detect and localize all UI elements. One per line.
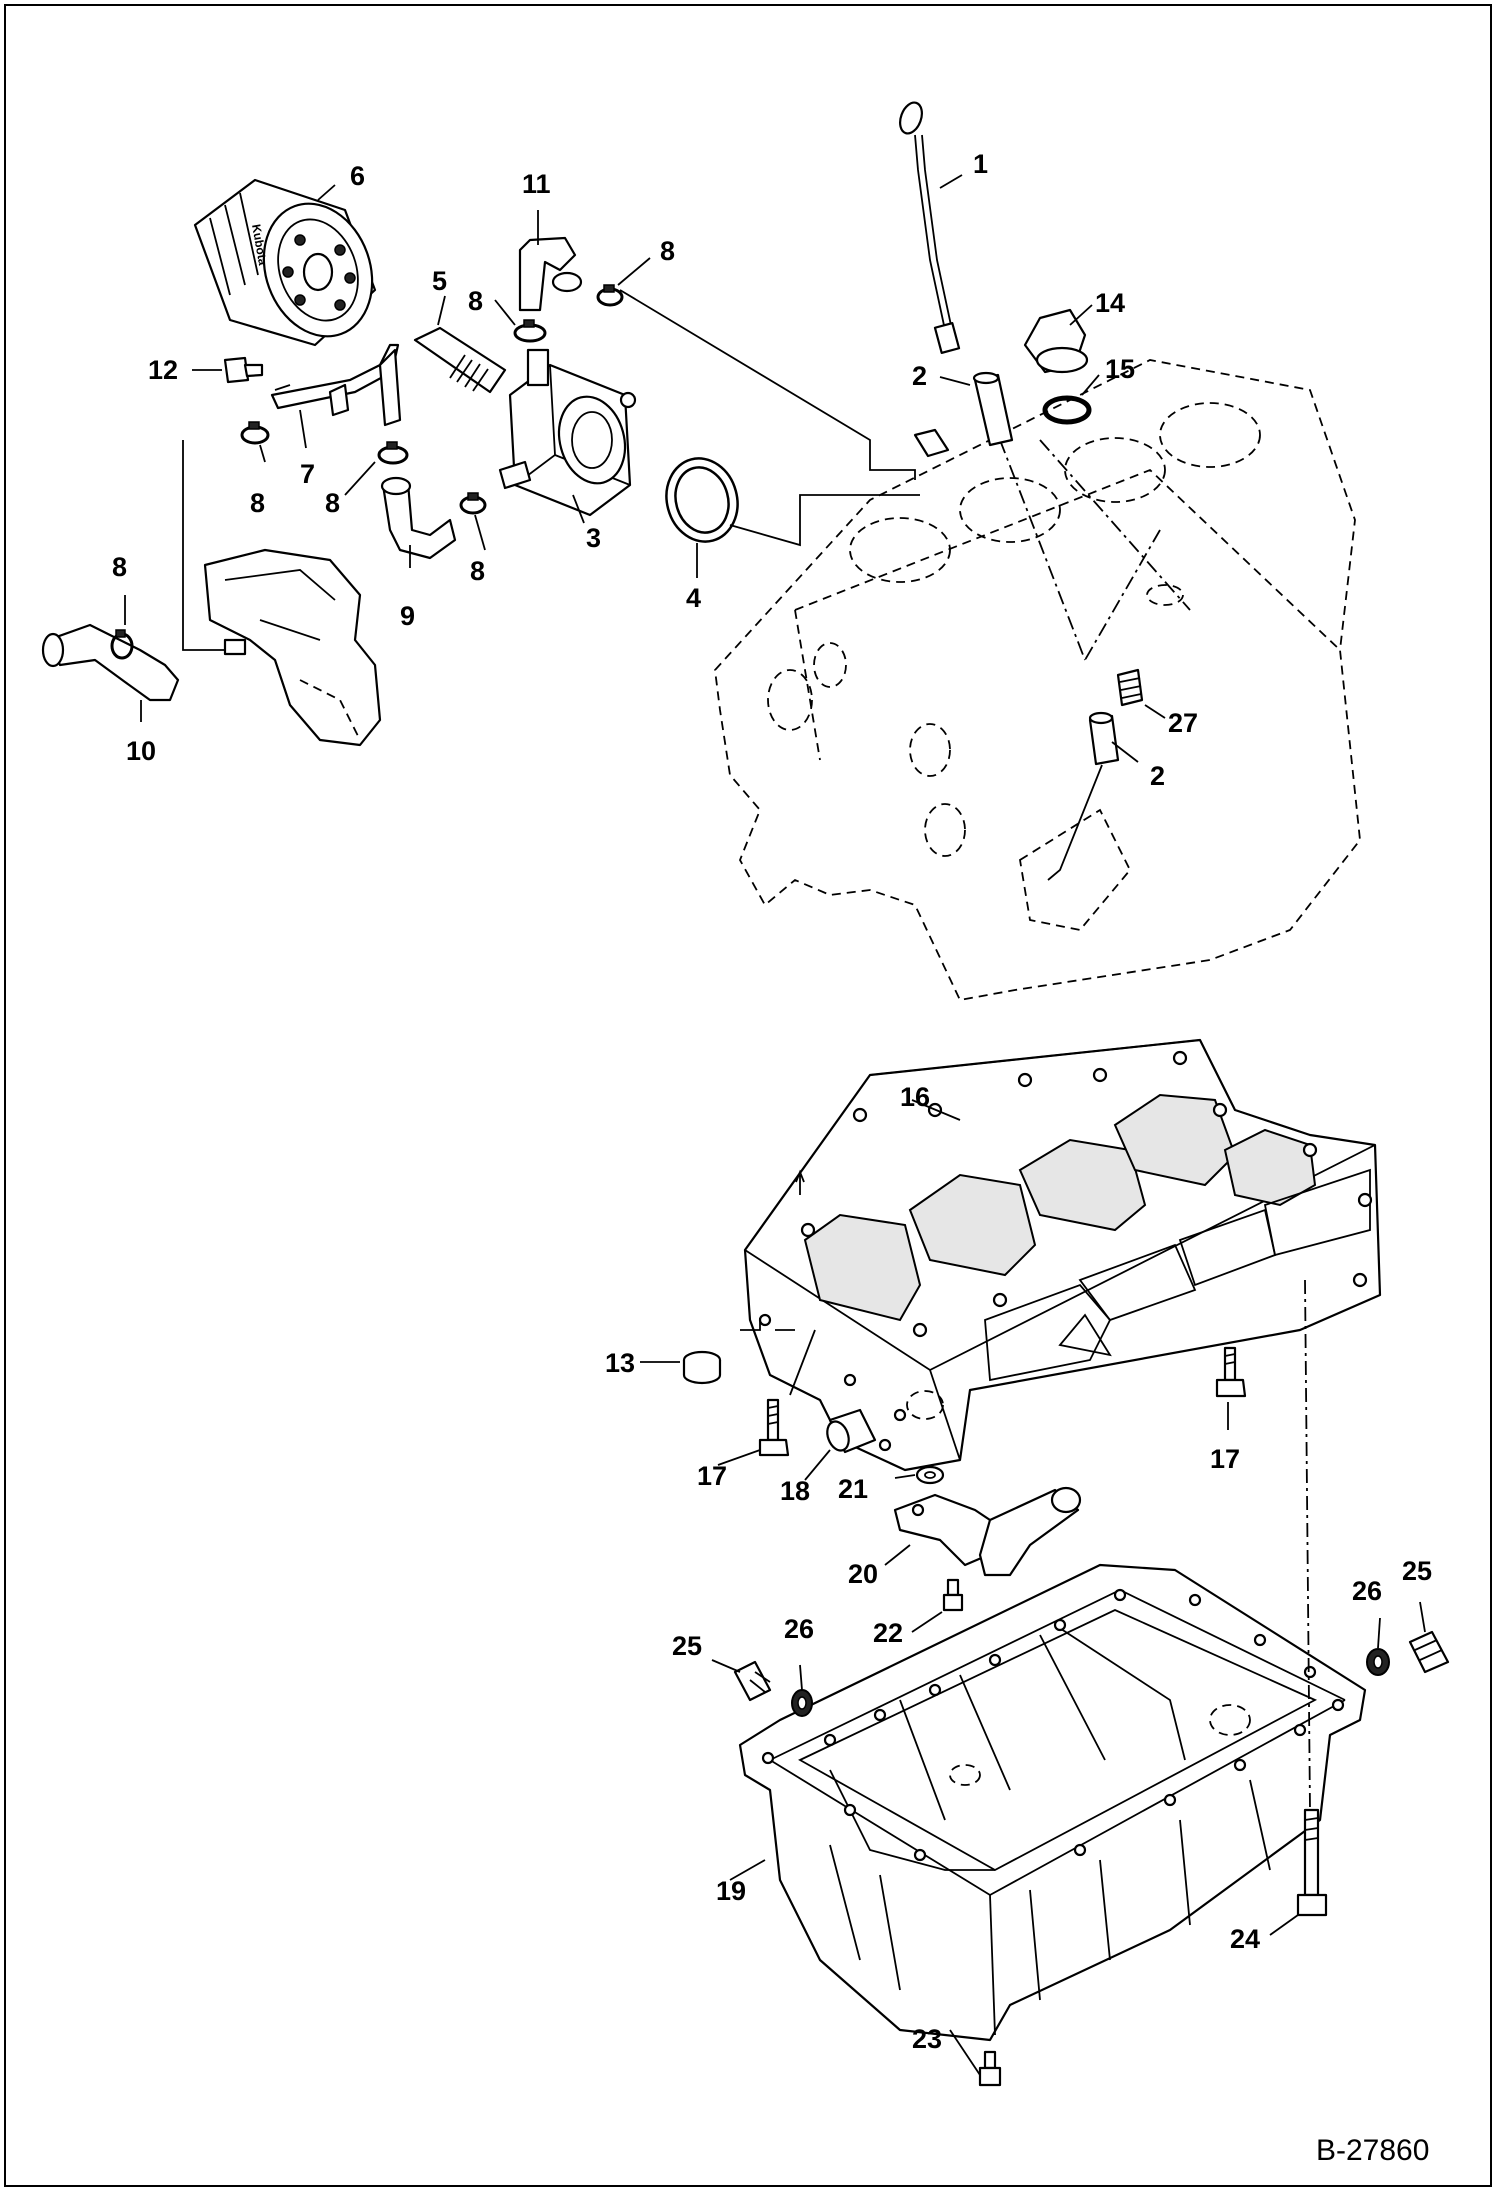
callout-24: 24 xyxy=(1230,1924,1260,1954)
callout-19: 19 xyxy=(716,1876,746,1906)
sealing-washer-right xyxy=(1366,1648,1390,1676)
callout-8-e: 8 xyxy=(660,236,675,266)
dipstick xyxy=(899,101,961,354)
oil-filter: Kubota xyxy=(193,178,377,347)
bolt-17-right xyxy=(1215,1346,1247,1398)
hose-clamp-e xyxy=(596,284,624,307)
callout-12: 12 xyxy=(148,355,178,385)
cap-plug xyxy=(682,1350,722,1385)
washer xyxy=(915,1465,945,1485)
banjo-bolt xyxy=(223,356,264,384)
oil-cooler xyxy=(498,348,637,517)
oil-pickup xyxy=(893,1486,1082,1577)
callout-8-c: 8 xyxy=(470,556,485,586)
dipstick-guide-tube-upper xyxy=(972,371,1014,447)
callout-22: 22 xyxy=(873,1618,903,1648)
callout-8-d: 8 xyxy=(468,286,483,316)
callout-8-b: 8 xyxy=(325,488,340,518)
bushing xyxy=(826,1408,877,1454)
callout-21: 21 xyxy=(838,1474,868,1504)
callout-5: 5 xyxy=(432,266,447,296)
oil-pan xyxy=(738,1563,1367,2042)
callout-17-left: 17 xyxy=(697,1461,727,1491)
hose-10 xyxy=(41,623,180,702)
pump-housing xyxy=(203,548,382,747)
hose-clamp-c xyxy=(459,492,487,515)
gasket xyxy=(665,457,739,543)
bolt-22 xyxy=(942,1578,964,1612)
callout-17-right: 17 xyxy=(1210,1444,1240,1474)
hose-clamp-f xyxy=(110,629,134,660)
drain-plug-left xyxy=(733,1660,772,1702)
sealing-washer-left xyxy=(791,1689,813,1717)
callout-11: 11 xyxy=(522,169,551,199)
callout-7: 7 xyxy=(300,459,315,489)
callout-2-lower: 2 xyxy=(1150,761,1165,791)
drain-plug-right xyxy=(1408,1630,1450,1674)
callout-6: 6 xyxy=(350,161,365,191)
callout-25-left: 25 xyxy=(672,1631,702,1661)
callout-23: 23 xyxy=(912,2024,942,2054)
callout-numbers: 1 2 2 3 4 5 6 7 8 8 8 8 8 8 9 10 11 12 1… xyxy=(112,149,1432,2054)
callout-13: 13 xyxy=(605,1348,635,1378)
o-ring xyxy=(1042,395,1092,425)
callout-15: 15 xyxy=(1105,354,1135,384)
threaded-nipple xyxy=(413,326,507,394)
callout-20: 20 xyxy=(848,1559,878,1589)
callout-16: 16 xyxy=(900,1082,930,1112)
callout-leaders xyxy=(124,174,1426,2076)
drawing-frame xyxy=(4,4,1492,2187)
callout-25-right: 25 xyxy=(1402,1556,1432,1586)
callout-14: 14 xyxy=(1095,288,1125,318)
callout-8-f: 8 xyxy=(112,552,127,582)
callout-8-a: 8 xyxy=(250,488,265,518)
callout-10: 10 xyxy=(126,736,156,766)
oil-filler-cap xyxy=(1023,308,1089,374)
alignment-lines xyxy=(182,289,1311,1811)
callout-18: 18 xyxy=(780,1476,810,1506)
callout-26-left: 26 xyxy=(784,1614,814,1644)
callout-27: 27 xyxy=(1168,708,1198,738)
plug xyxy=(1116,668,1144,707)
callout-2-upper: 2 xyxy=(912,361,927,391)
oil-tube xyxy=(270,343,402,427)
hose-clamp-d xyxy=(513,319,547,343)
hose-clamp-b xyxy=(377,441,409,465)
block-fitting xyxy=(913,428,950,458)
dipstick-guide-tube-lower xyxy=(1047,711,1120,881)
drawing-reference-number: B-27860 xyxy=(1316,2134,1429,2167)
callout-1: 1 xyxy=(973,149,988,179)
drain-bolt xyxy=(978,2050,1002,2087)
callout-26-right: 26 xyxy=(1352,1576,1382,1606)
callout-3: 3 xyxy=(586,523,601,553)
callout-9: 9 xyxy=(400,601,415,631)
elbow-hose-11 xyxy=(518,236,583,312)
long-bolt xyxy=(1296,1808,1328,1917)
bolt-17-left xyxy=(758,1398,790,1457)
callout-4: 4 xyxy=(686,583,701,613)
elbow-hose-9 xyxy=(380,476,457,560)
engine-block xyxy=(714,359,1361,1002)
hose-clamp-a xyxy=(240,421,270,445)
crankcase-housing xyxy=(743,1038,1382,1472)
